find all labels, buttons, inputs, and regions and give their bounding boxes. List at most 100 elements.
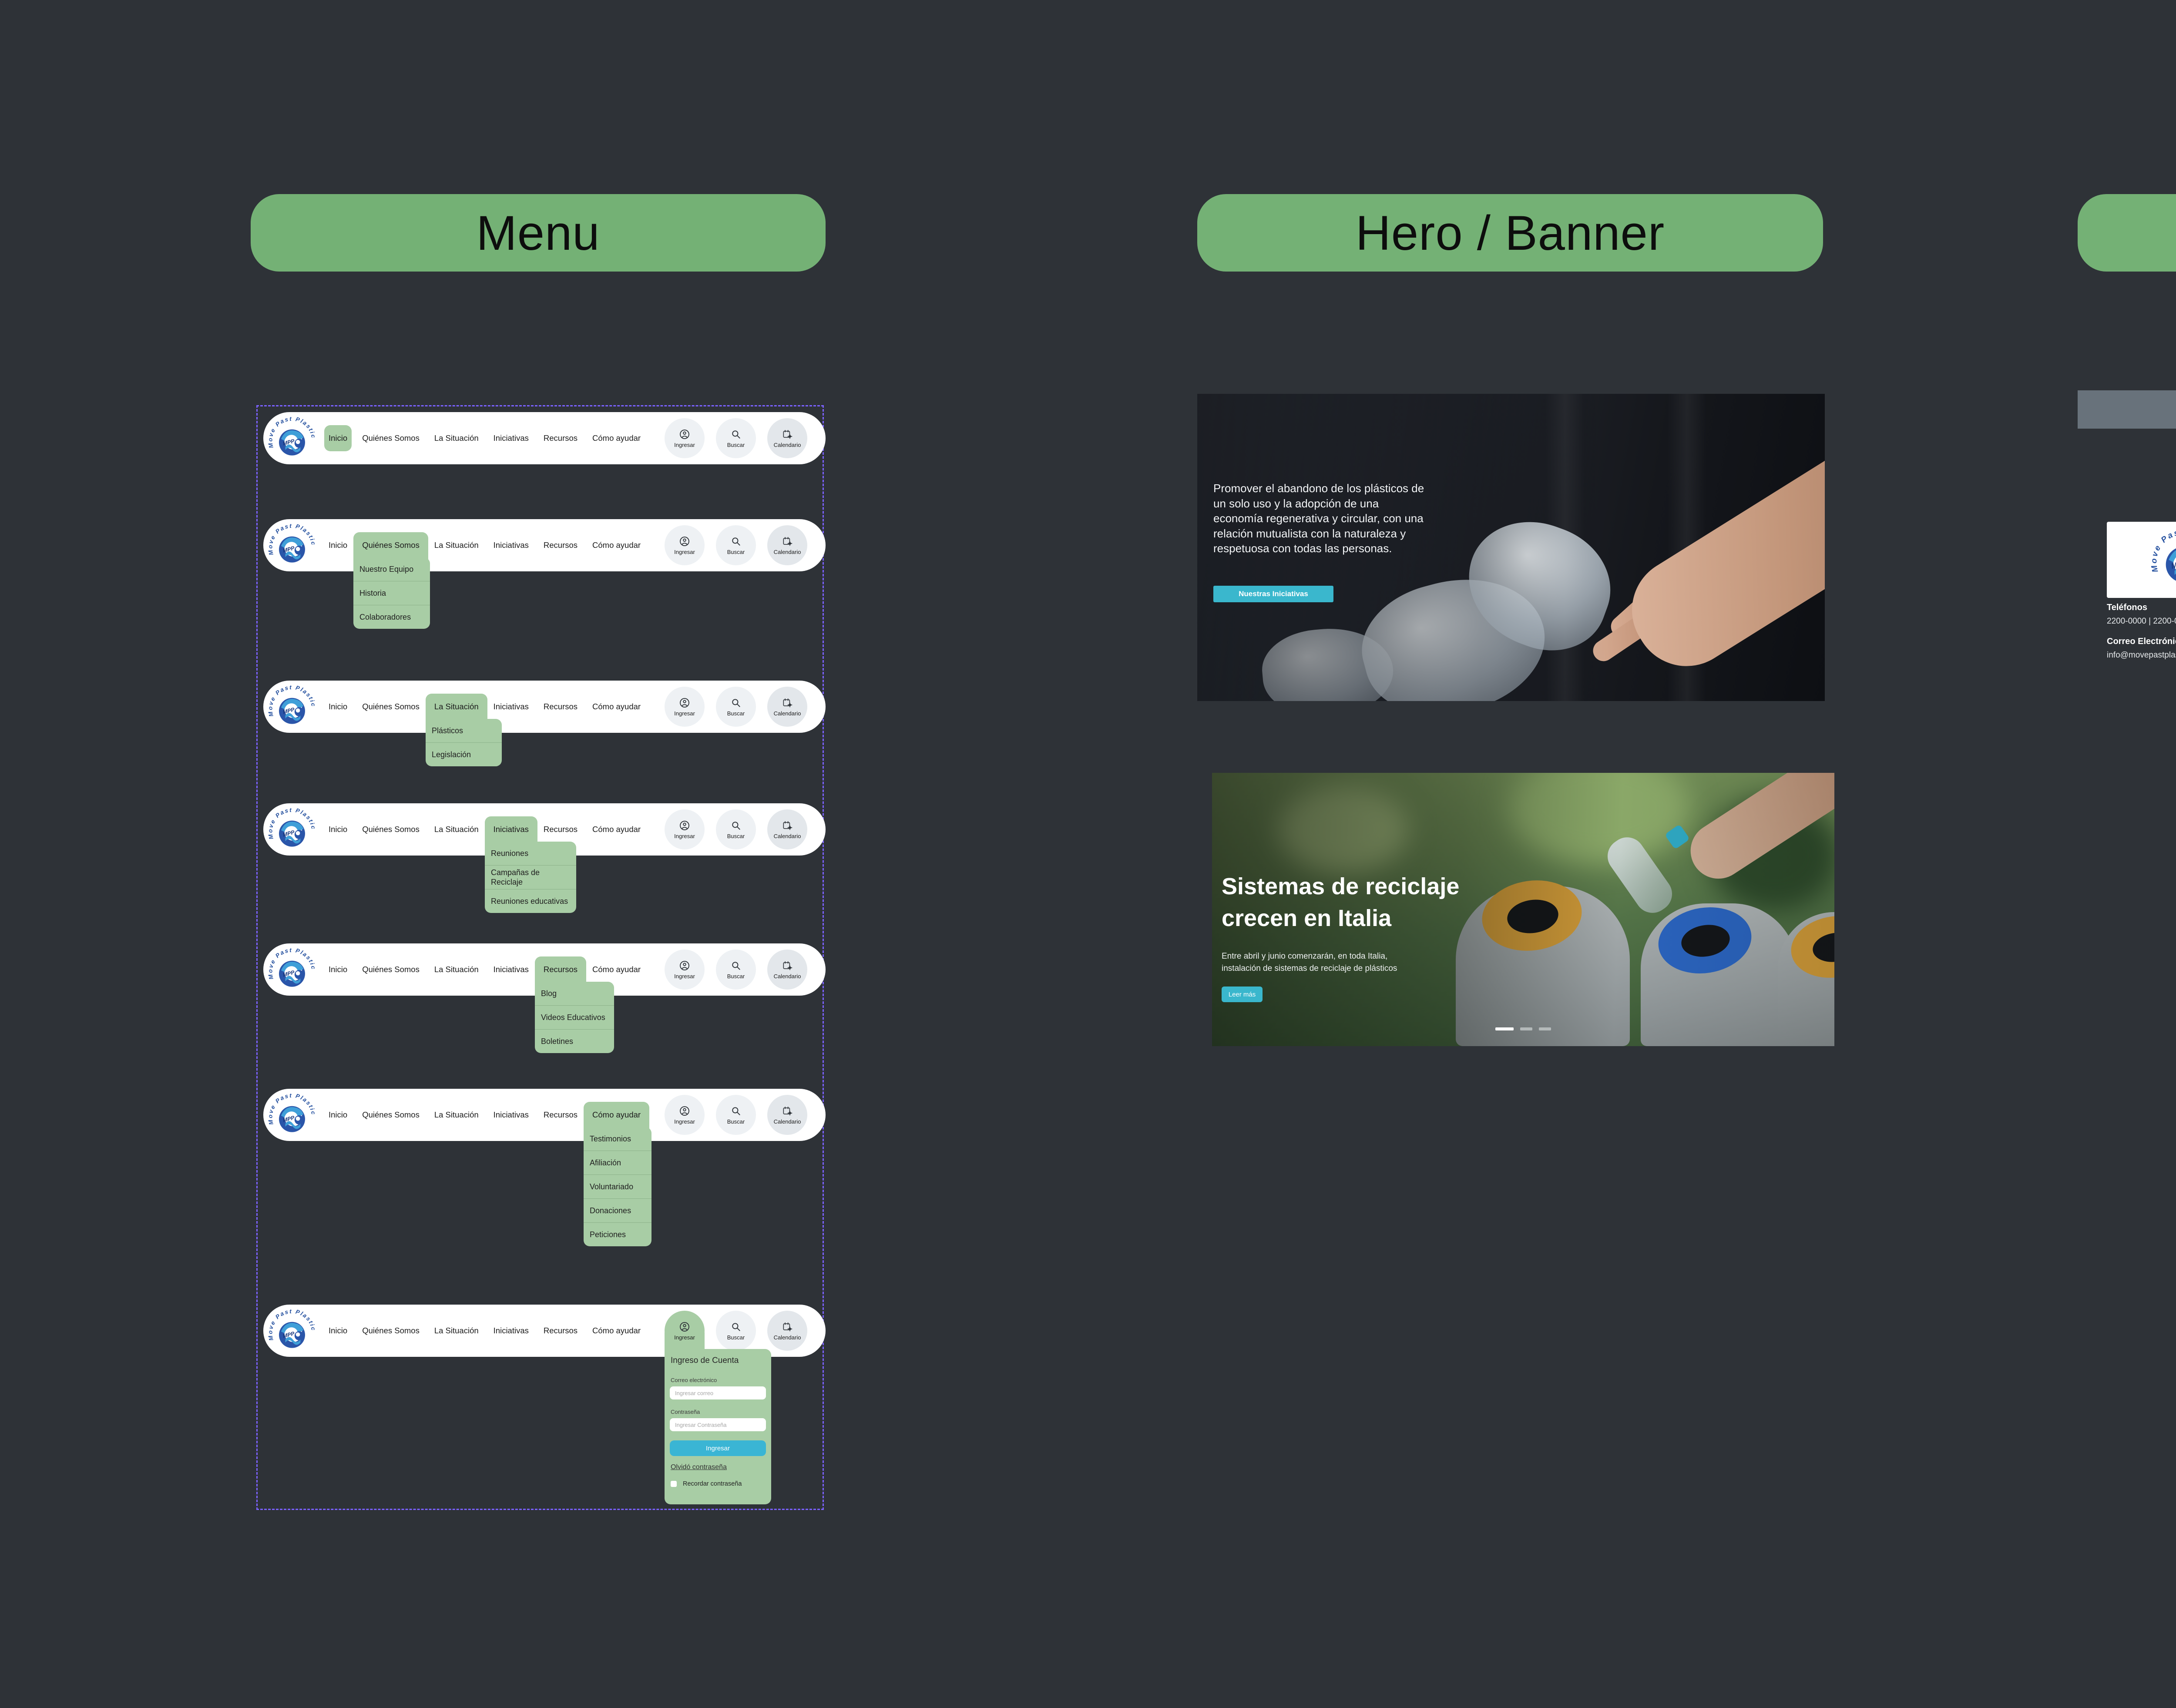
nav-item-recursos[interactable]: Recursos bbox=[543, 825, 578, 834]
nav-item-como-ayudar[interactable]: Cómo ayudar bbox=[592, 825, 641, 834]
action-buscar[interactable]: Buscar bbox=[716, 809, 756, 849]
menu-bar-quienes-somos: Move Past Plastic MPP Inicio Quiénes Somo… bbox=[263, 519, 826, 629]
brand-logo[interactable]: Move Past Plastic MPP bbox=[267, 944, 317, 995]
action-buscar[interactable]: Buscar bbox=[716, 1311, 756, 1351]
nav-item-recursos[interactable]: Recursos bbox=[543, 433, 578, 443]
nav-item-la-situacion[interactable]: La Situación bbox=[434, 433, 479, 443]
nav-item-la-situacion[interactable]: La Situación bbox=[434, 825, 479, 834]
action-ingresar[interactable]: Ingresar bbox=[665, 418, 705, 458]
nav-item-la-situacion[interactable]: La Situación bbox=[434, 702, 479, 711]
action-calendario[interactable]: Calendario bbox=[767, 687, 807, 727]
nav-item-iniciativas[interactable]: Iniciativas bbox=[493, 825, 529, 834]
nav-item-la-situacion[interactable]: La Situación bbox=[434, 1110, 479, 1119]
action-calendario[interactable]: Calendario bbox=[767, 418, 807, 458]
nav-item-inicio[interactable]: Inicio bbox=[329, 825, 348, 834]
action-buscar[interactable]: Buscar bbox=[716, 1095, 756, 1135]
action-buscar[interactable]: Buscar bbox=[716, 687, 756, 727]
dropdown-item-plasticos[interactable]: Plásticos bbox=[432, 726, 463, 735]
nav-item-recursos[interactable]: Recursos bbox=[543, 965, 578, 974]
dropdown-item-afiliacion[interactable]: Afiliación bbox=[584, 1151, 651, 1174]
forgot-password-link[interactable]: Olvidó contraseña bbox=[671, 1463, 727, 1471]
action-calendario[interactable]: Calendario bbox=[767, 525, 807, 565]
nav-item-quienes-somos[interactable]: Quiénes Somos bbox=[362, 825, 420, 834]
brand-logo[interactable]: Move Past Plastic MPP bbox=[267, 413, 317, 463]
dropdown-item-nuestro-equipo[interactable]: Nuestro Equipo bbox=[359, 565, 414, 574]
nav-item-inicio[interactable]: Inicio bbox=[329, 1110, 348, 1119]
action-buscar[interactable]: Buscar bbox=[716, 418, 756, 458]
nav-item-la-situacion[interactable]: La Situación bbox=[434, 965, 479, 974]
brand-logo[interactable]: Move Past Plastic MPP bbox=[267, 1090, 317, 1140]
nav-item-como-ayudar[interactable]: Cómo ayudar bbox=[592, 965, 641, 974]
nav-item-como-ayudar[interactable]: Cómo ayudar bbox=[592, 1110, 641, 1119]
action-calendario[interactable]: Calendario bbox=[767, 1095, 807, 1135]
dropdown-item-blog[interactable]: Blog bbox=[541, 989, 557, 998]
nav-item-la-situacion[interactable]: La Situación bbox=[434, 540, 479, 550]
dropdown-item-donaciones[interactable]: Donaciones bbox=[584, 1198, 651, 1222]
dropdown-item-peticiones[interactable]: Peticiones bbox=[584, 1222, 651, 1246]
dropdown-item-reuniones-educativas[interactable]: Reuniones educativas bbox=[485, 889, 576, 913]
nav-item-iniciativas[interactable]: Iniciativas bbox=[493, 433, 529, 443]
nav-item-inicio[interactable]: Inicio bbox=[329, 702, 348, 711]
nav-item-iniciativas[interactable]: Iniciativas bbox=[493, 1110, 529, 1119]
nav-item-inicio[interactable]: Inicio bbox=[329, 1326, 348, 1335]
leer-mas-button[interactable]: Leer más bbox=[1222, 987, 1263, 1002]
nav-item-inicio[interactable]: Inicio bbox=[329, 540, 348, 550]
action-ingresar[interactable]: Ingresar bbox=[665, 1311, 705, 1351]
dropdown-item-reuniones[interactable]: Reuniones bbox=[491, 849, 529, 858]
nav-item-recursos[interactable]: Recursos bbox=[543, 1326, 578, 1335]
nav-item-quienes-somos[interactable]: Quiénes Somos bbox=[362, 540, 420, 550]
brand-logo[interactable]: Move Past Plastic MPP bbox=[267, 1305, 317, 1356]
action-ingresar[interactable]: Ingresar bbox=[665, 1095, 705, 1135]
nav-item-quienes-somos[interactable]: Quiénes Somos bbox=[362, 965, 420, 974]
action-calendario[interactable]: Calendario bbox=[767, 950, 807, 990]
nav-item-quienes-somos[interactable]: Quiénes Somos bbox=[362, 1110, 420, 1119]
action-calendario[interactable]: Calendario bbox=[767, 1311, 807, 1351]
nav-item-inicio[interactable]: Inicio bbox=[324, 425, 352, 451]
dropdown-item-testimonios[interactable]: Testimonios bbox=[590, 1134, 631, 1143]
dropdown-item-campanas-de-reciclaje[interactable]: Campañas de Reciclaje bbox=[485, 865, 576, 889]
dropdown-item-colaboradores[interactable]: Colaboradores bbox=[353, 605, 430, 629]
nav-item-recursos[interactable]: Recursos bbox=[543, 702, 578, 711]
dropdown-item-voluntariado[interactable]: Voluntariado bbox=[584, 1174, 651, 1198]
nav-item-como-ayudar[interactable]: Cómo ayudar bbox=[592, 702, 641, 711]
user-icon bbox=[679, 820, 690, 831]
dropdown-item-boletines[interactable]: Boletines bbox=[535, 1029, 614, 1053]
action-calendario[interactable]: Calendario bbox=[767, 809, 807, 849]
nav-item-como-ayudar[interactable]: Cómo ayudar bbox=[592, 540, 641, 550]
nav-item-recursos[interactable]: Recursos bbox=[543, 1110, 578, 1119]
dropdown-item-videos-educativos[interactable]: Videos Educativos bbox=[535, 1005, 614, 1029]
nav-actions: Ingresar Buscar Calendario bbox=[665, 950, 807, 990]
action-buscar[interactable]: Buscar bbox=[716, 525, 756, 565]
nav-item-iniciativas[interactable]: Iniciativas bbox=[493, 965, 529, 974]
carousel-dash[interactable] bbox=[1520, 1027, 1532, 1030]
action-ingresar[interactable]: Ingresar bbox=[665, 525, 705, 565]
nav-item-quienes-somos[interactable]: Quiénes Somos bbox=[362, 433, 420, 443]
nav-item-como-ayudar[interactable]: Cómo ayudar bbox=[592, 1326, 641, 1335]
dropdown-item-legislacion[interactable]: Legislación bbox=[426, 742, 502, 766]
action-ingresar[interactable]: Ingresar bbox=[665, 950, 705, 990]
nav-item-quienes-somos[interactable]: Quiénes Somos bbox=[362, 702, 420, 711]
nav-item-iniciativas[interactable]: Iniciativas bbox=[493, 702, 529, 711]
nav-item-inicio[interactable]: Inicio bbox=[329, 965, 348, 974]
nav-item-como-ayudar[interactable]: Cómo ayudar bbox=[592, 433, 641, 443]
email-value[interactable]: info@movepastplastic.com bbox=[2107, 651, 2176, 660]
login-email-input[interactable] bbox=[670, 1386, 766, 1399]
nav-item-iniciativas[interactable]: Iniciativas bbox=[493, 1326, 529, 1335]
action-buscar[interactable]: Buscar bbox=[716, 950, 756, 990]
carousel-dash-active[interactable] bbox=[1495, 1027, 1514, 1030]
brand-logo[interactable]: Move Past Plastic MPP bbox=[267, 804, 317, 855]
login-submit-button[interactable]: Ingresar bbox=[670, 1440, 766, 1456]
nav-item-recursos[interactable]: Recursos bbox=[543, 540, 578, 550]
dropdown-item-historia[interactable]: Historia bbox=[353, 581, 430, 605]
nav-item-la-situacion[interactable]: La Situación bbox=[434, 1326, 479, 1335]
nav-item-iniciativas[interactable]: Iniciativas bbox=[493, 540, 529, 550]
brand-logo[interactable]: Move Past Plastic MPP bbox=[267, 520, 317, 570]
action-ingresar[interactable]: Ingresar bbox=[665, 809, 705, 849]
nuestras-iniciativas-button[interactable]: Nuestras Iniciativas bbox=[1213, 586, 1333, 602]
brand-logo[interactable]: Move Past Plastic MPP bbox=[267, 681, 317, 732]
action-ingresar[interactable]: Ingresar bbox=[665, 687, 705, 727]
login-password-input[interactable] bbox=[670, 1418, 766, 1431]
remember-checkbox[interactable] bbox=[671, 1481, 677, 1487]
nav-item-quienes-somos[interactable]: Quiénes Somos bbox=[362, 1326, 420, 1335]
carousel-dash[interactable] bbox=[1539, 1027, 1551, 1030]
